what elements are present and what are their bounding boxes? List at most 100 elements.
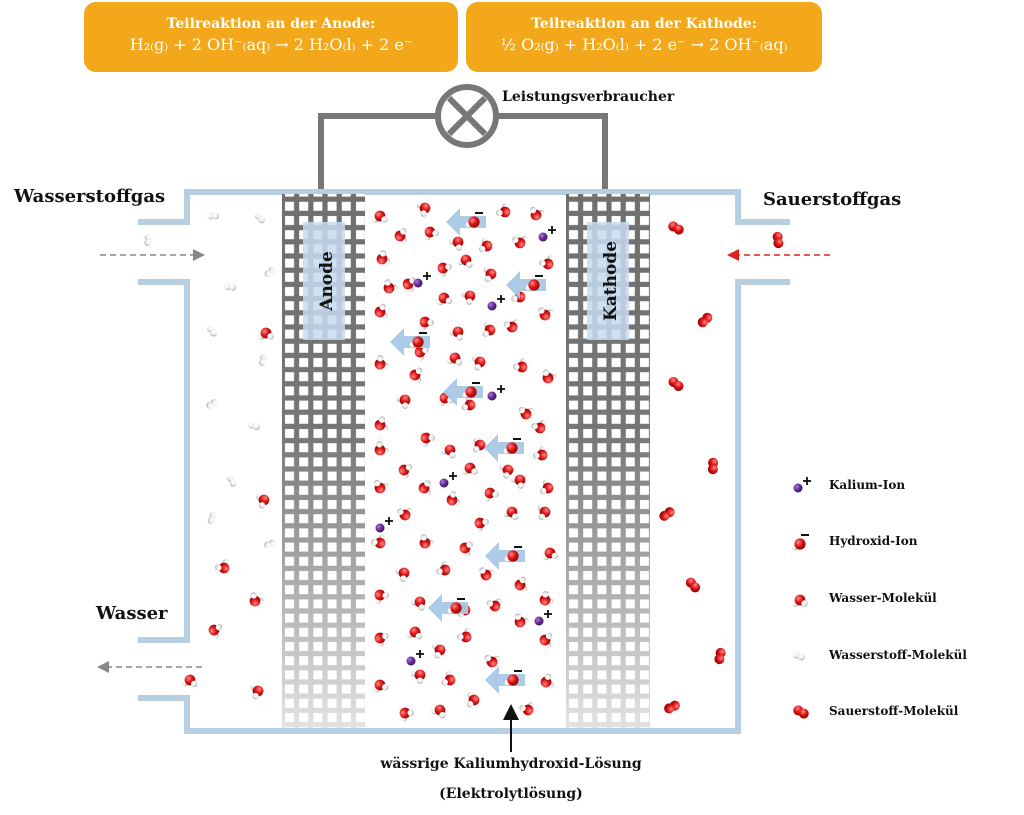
legend-icons	[791, 477, 811, 719]
load-label: Leistungsverbraucher	[502, 89, 675, 105]
anode-reaction-equation: H₂₍g₎ + 2 OH⁻₍aq₎ → 2 H₂O₍l₎ + 2 e⁻	[129, 35, 413, 54]
potassium-ion	[406, 650, 424, 666]
water-molecule	[409, 367, 423, 384]
water-molecule	[449, 326, 464, 341]
potassium-ion	[487, 385, 505, 401]
cell-housing	[138, 189, 790, 734]
potassium-ion	[413, 272, 431, 288]
water-molecule	[399, 707, 414, 722]
water-molecule	[396, 394, 411, 409]
anode-electrode	[282, 194, 365, 728]
anode-reaction-title: Teilreaktion an der Anode:	[166, 16, 376, 32]
water-molecule	[518, 406, 534, 420]
water-molecule	[418, 480, 431, 496]
water-molecule	[462, 462, 478, 475]
water-molecule	[374, 441, 389, 456]
water-molecule	[371, 534, 386, 549]
water-molecule	[484, 487, 499, 502]
water-molecule	[373, 479, 389, 494]
water-molecule	[542, 547, 559, 561]
water-molecule	[484, 654, 501, 668]
oxygen-molecule	[707, 457, 719, 475]
cathode-reaction-box: Teilreaktion an der Kathode: ½ O₂₍g₎ + H…	[466, 2, 822, 72]
hydroxide-ion	[504, 670, 522, 687]
water-molecule	[537, 504, 551, 520]
water-molecule	[441, 444, 456, 459]
legend-water-molecule: Wasser-Molekül	[829, 591, 937, 605]
water-molecule	[531, 419, 547, 434]
water-molecule	[374, 589, 389, 604]
water-molecule	[373, 679, 389, 693]
electrolyte-sublabel: (Elektrolytlösung)	[439, 786, 583, 802]
water-molecule	[374, 355, 389, 370]
hydroxide-migration-arrow	[484, 434, 524, 462]
water-molecule	[411, 669, 426, 684]
potassium-ion	[538, 226, 556, 242]
water-molecule	[512, 235, 528, 249]
water-molecule	[249, 592, 264, 607]
legend-oxygen-molecule: Sauerstoff-Molekül	[829, 704, 959, 718]
water-molecule	[479, 567, 495, 581]
oxygen-molecule	[685, 577, 701, 593]
anode-label: Anode	[317, 251, 337, 312]
hydrogen-molecule	[207, 212, 219, 220]
water-molecule	[215, 559, 230, 574]
water-molecule	[479, 237, 493, 253]
water-molecule	[540, 673, 554, 689]
water-molecule	[376, 250, 391, 265]
external-circuit	[318, 84, 608, 194]
hydroxide-migration-arrow	[428, 594, 468, 622]
legend-potassium-ion: Kalium-Ion	[829, 478, 906, 492]
hydrogen-molecule	[264, 266, 276, 278]
water-molecule	[419, 316, 434, 331]
water-molecule	[499, 463, 514, 479]
water-molecule	[419, 534, 434, 549]
oxygen-molecule	[668, 221, 684, 235]
hydroxide-ion	[465, 212, 483, 229]
water-molecule	[420, 432, 435, 447]
water-molecule	[542, 369, 557, 384]
water-molecule	[533, 446, 548, 461]
water-molecule	[383, 279, 398, 294]
hydrogen-molecule	[254, 212, 266, 224]
water-molecule	[394, 228, 407, 244]
potassium-ion	[487, 295, 505, 311]
hydrogen-molecule	[144, 234, 152, 246]
potassium-ion	[534, 610, 552, 626]
potassium-ion	[439, 472, 457, 488]
water-molecule	[457, 628, 472, 643]
water-molecule	[182, 674, 198, 688]
cathode-reaction-title: Teilreaktion an der Kathode:	[531, 16, 757, 32]
hydroxide-ion	[447, 598, 465, 615]
water-molecule	[461, 396, 476, 411]
water-molecule	[538, 307, 554, 321]
water-molecule	[395, 567, 410, 582]
water-molecule	[503, 506, 519, 520]
hydrogen-molecule	[264, 539, 276, 549]
water-molecule	[441, 671, 456, 686]
water-molecule	[431, 704, 446, 719]
water-molecule	[466, 692, 480, 708]
cathode-electrode	[566, 194, 650, 728]
hydrogen-molecule	[207, 512, 217, 524]
water-molecule	[482, 321, 496, 337]
water-molecule	[474, 517, 489, 532]
hydrogen-molecule	[259, 354, 267, 366]
water-molecule	[457, 254, 473, 268]
legend-hydrogen-icon	[793, 651, 805, 661]
oxygen-molecule	[664, 700, 680, 714]
oxygen-molecule	[714, 647, 726, 665]
oxygen-molecule	[668, 376, 684, 392]
water-molecule	[258, 327, 274, 340]
water-molecule	[250, 684, 264, 700]
water-molecule	[432, 643, 446, 659]
water-molecule	[411, 596, 426, 611]
water-molecule	[539, 255, 554, 270]
hydrogen-molecule	[207, 325, 217, 337]
water-label: Wasser	[96, 603, 168, 624]
water-molecule	[398, 464, 413, 479]
hydroxide-ion	[409, 332, 427, 349]
water-molecule	[539, 632, 553, 649]
water-molecule	[514, 613, 529, 628]
oxygen-gas-label: Sauerstoffgas	[763, 189, 902, 210]
